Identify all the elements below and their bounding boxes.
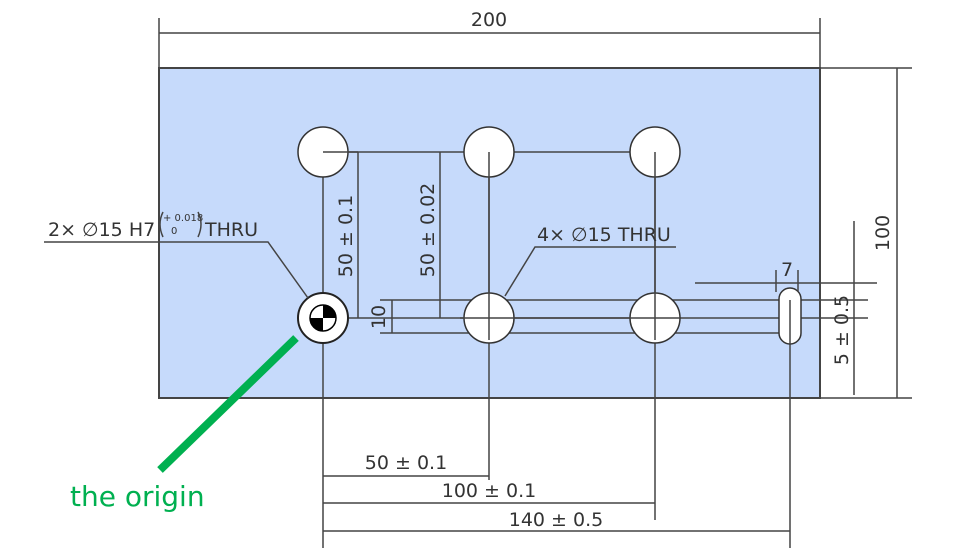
- dim-text: 50 ± 0.1: [335, 195, 357, 277]
- dim-horizontal-100: 100 ± 0.1: [323, 480, 655, 504]
- callout-text: THRU: [204, 219, 258, 241]
- dim-vertical-50-a: 50 ± 0.1: [335, 152, 359, 318]
- dim-vertical-50-b: 50 ± 0.02: [417, 152, 441, 318]
- origin-pointer-line: [157, 335, 299, 473]
- dim-text: 5 ± 0.5: [831, 295, 853, 365]
- dim-overall-width: 200: [158, 9, 821, 68]
- tolerance-lower: 0: [171, 226, 177, 237]
- callout-plain-holes: 4× ∅15 THRU: [504, 224, 676, 297]
- dim-text: 100 ± 0.1: [442, 480, 536, 502]
- dim-horizontal-140: 140 ± 0.5: [323, 509, 790, 532]
- origin-label: the origin: [70, 480, 205, 513]
- dim-overall-height: 100: [820, 67, 912, 399]
- dim-text: 50 ± 0.1: [365, 452, 447, 474]
- callout-text: 4× ∅15 THRU: [537, 224, 671, 246]
- callout-precision-holes: 2× ∅15 H7 + 0.018 0 THRU: [44, 211, 309, 299]
- dim-text: 50 ± 0.02: [417, 183, 439, 277]
- callout-text: 2× ∅15 H7: [48, 219, 155, 241]
- dim-horizontal-50: 50 ± 0.1: [323, 452, 489, 477]
- dim-slot-height: 5 ± 0.5: [831, 221, 855, 395]
- dim-text-100: 100: [872, 215, 894, 251]
- origin-symbol-icon: [297, 292, 349, 344]
- tolerance-upper: + 0.018: [163, 213, 203, 224]
- dim-text-200: 200: [471, 9, 507, 31]
- dim-slot-offset: 10: [368, 300, 393, 333]
- dim-text: 140 ± 0.5: [509, 509, 603, 531]
- dim-text: 7: [781, 259, 793, 281]
- dim-slot-width: 7: [695, 259, 877, 292]
- dim-text: 10: [368, 305, 390, 329]
